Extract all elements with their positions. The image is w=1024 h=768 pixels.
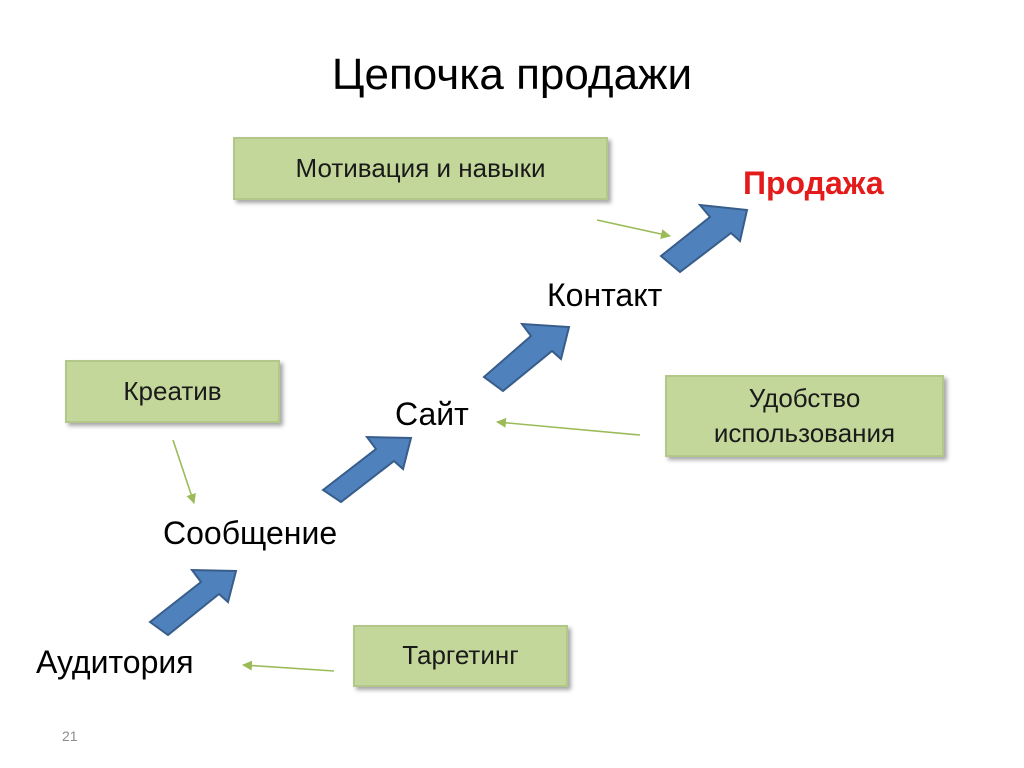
- flow-arrow-message-to-site: [321, 435, 413, 504]
- node-sale: Продажа: [743, 165, 884, 201]
- creative-box: Креатив: [65, 360, 280, 423]
- targeting-label: Таргетинг: [402, 640, 519, 671]
- page-number: 21: [62, 728, 78, 744]
- flow-arrow-site-to-contact: [482, 322, 571, 393]
- flow-arrow-audience-to-message: [148, 568, 238, 637]
- node-site: Сайт: [395, 396, 469, 432]
- targeting-box: Таргетинг: [353, 625, 568, 687]
- influence-arrow-creative: [172, 439, 196, 504]
- influence-arrow-motivation: [596, 219, 671, 239]
- flow-arrow-contact-to-sale: [659, 203, 749, 274]
- influence-arrow-usability: [496, 417, 641, 436]
- node-message: Сообщение: [163, 515, 338, 551]
- motivation-skills-box: Мотивация и навыки: [233, 137, 608, 200]
- node-audience: Аудитория: [36, 644, 194, 680]
- node-contact: Контакт: [547, 277, 663, 313]
- motivation-skills-label: Мотивация и навыки: [295, 152, 546, 183]
- influence-arrow-targeting: [242, 660, 335, 672]
- usability-box: Удобство использования: [665, 375, 944, 457]
- usability-label: Удобство использования: [713, 382, 896, 448]
- creative-label: Креатив: [123, 375, 222, 406]
- slide-title: Цепочка продажи: [331, 50, 693, 99]
